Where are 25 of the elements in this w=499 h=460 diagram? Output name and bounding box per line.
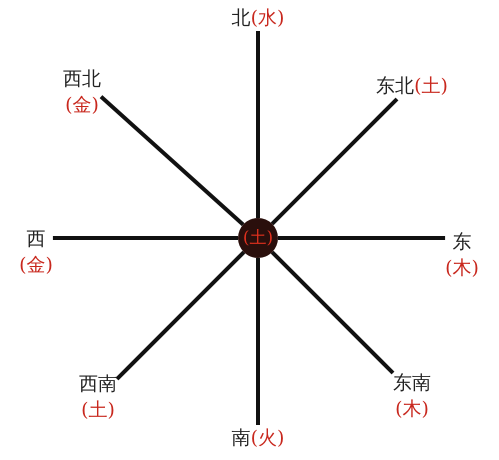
- element-label: (木): [394, 397, 430, 422]
- element-label: (土): [80, 398, 116, 423]
- line: [116, 250, 246, 380]
- direction-label: 南: [232, 427, 251, 449]
- line: [278, 236, 446, 240]
- center-circle: (土): [238, 218, 278, 258]
- element-label: (木): [445, 256, 479, 281]
- direction-label: 东北: [376, 75, 414, 97]
- direction-label: 东南: [393, 371, 431, 396]
- direction-label: 东: [452, 230, 472, 255]
- element-label: (水): [250, 7, 284, 29]
- direction-label: 西: [26, 227, 46, 252]
- element-label: (土): [414, 75, 448, 97]
- direction-label: 西北: [63, 67, 101, 92]
- line: [52, 236, 238, 240]
- line: [270, 98, 398, 226]
- line: [256, 31, 260, 218]
- direction-label: 北: [232, 7, 251, 29]
- line: [256, 258, 260, 425]
- direction-label: 西南: [79, 372, 117, 397]
- line: [270, 250, 394, 374]
- element-label: (金): [64, 93, 100, 118]
- element-label: (金): [19, 253, 53, 278]
- element-label: (火): [250, 427, 284, 449]
- line: [100, 95, 244, 226]
